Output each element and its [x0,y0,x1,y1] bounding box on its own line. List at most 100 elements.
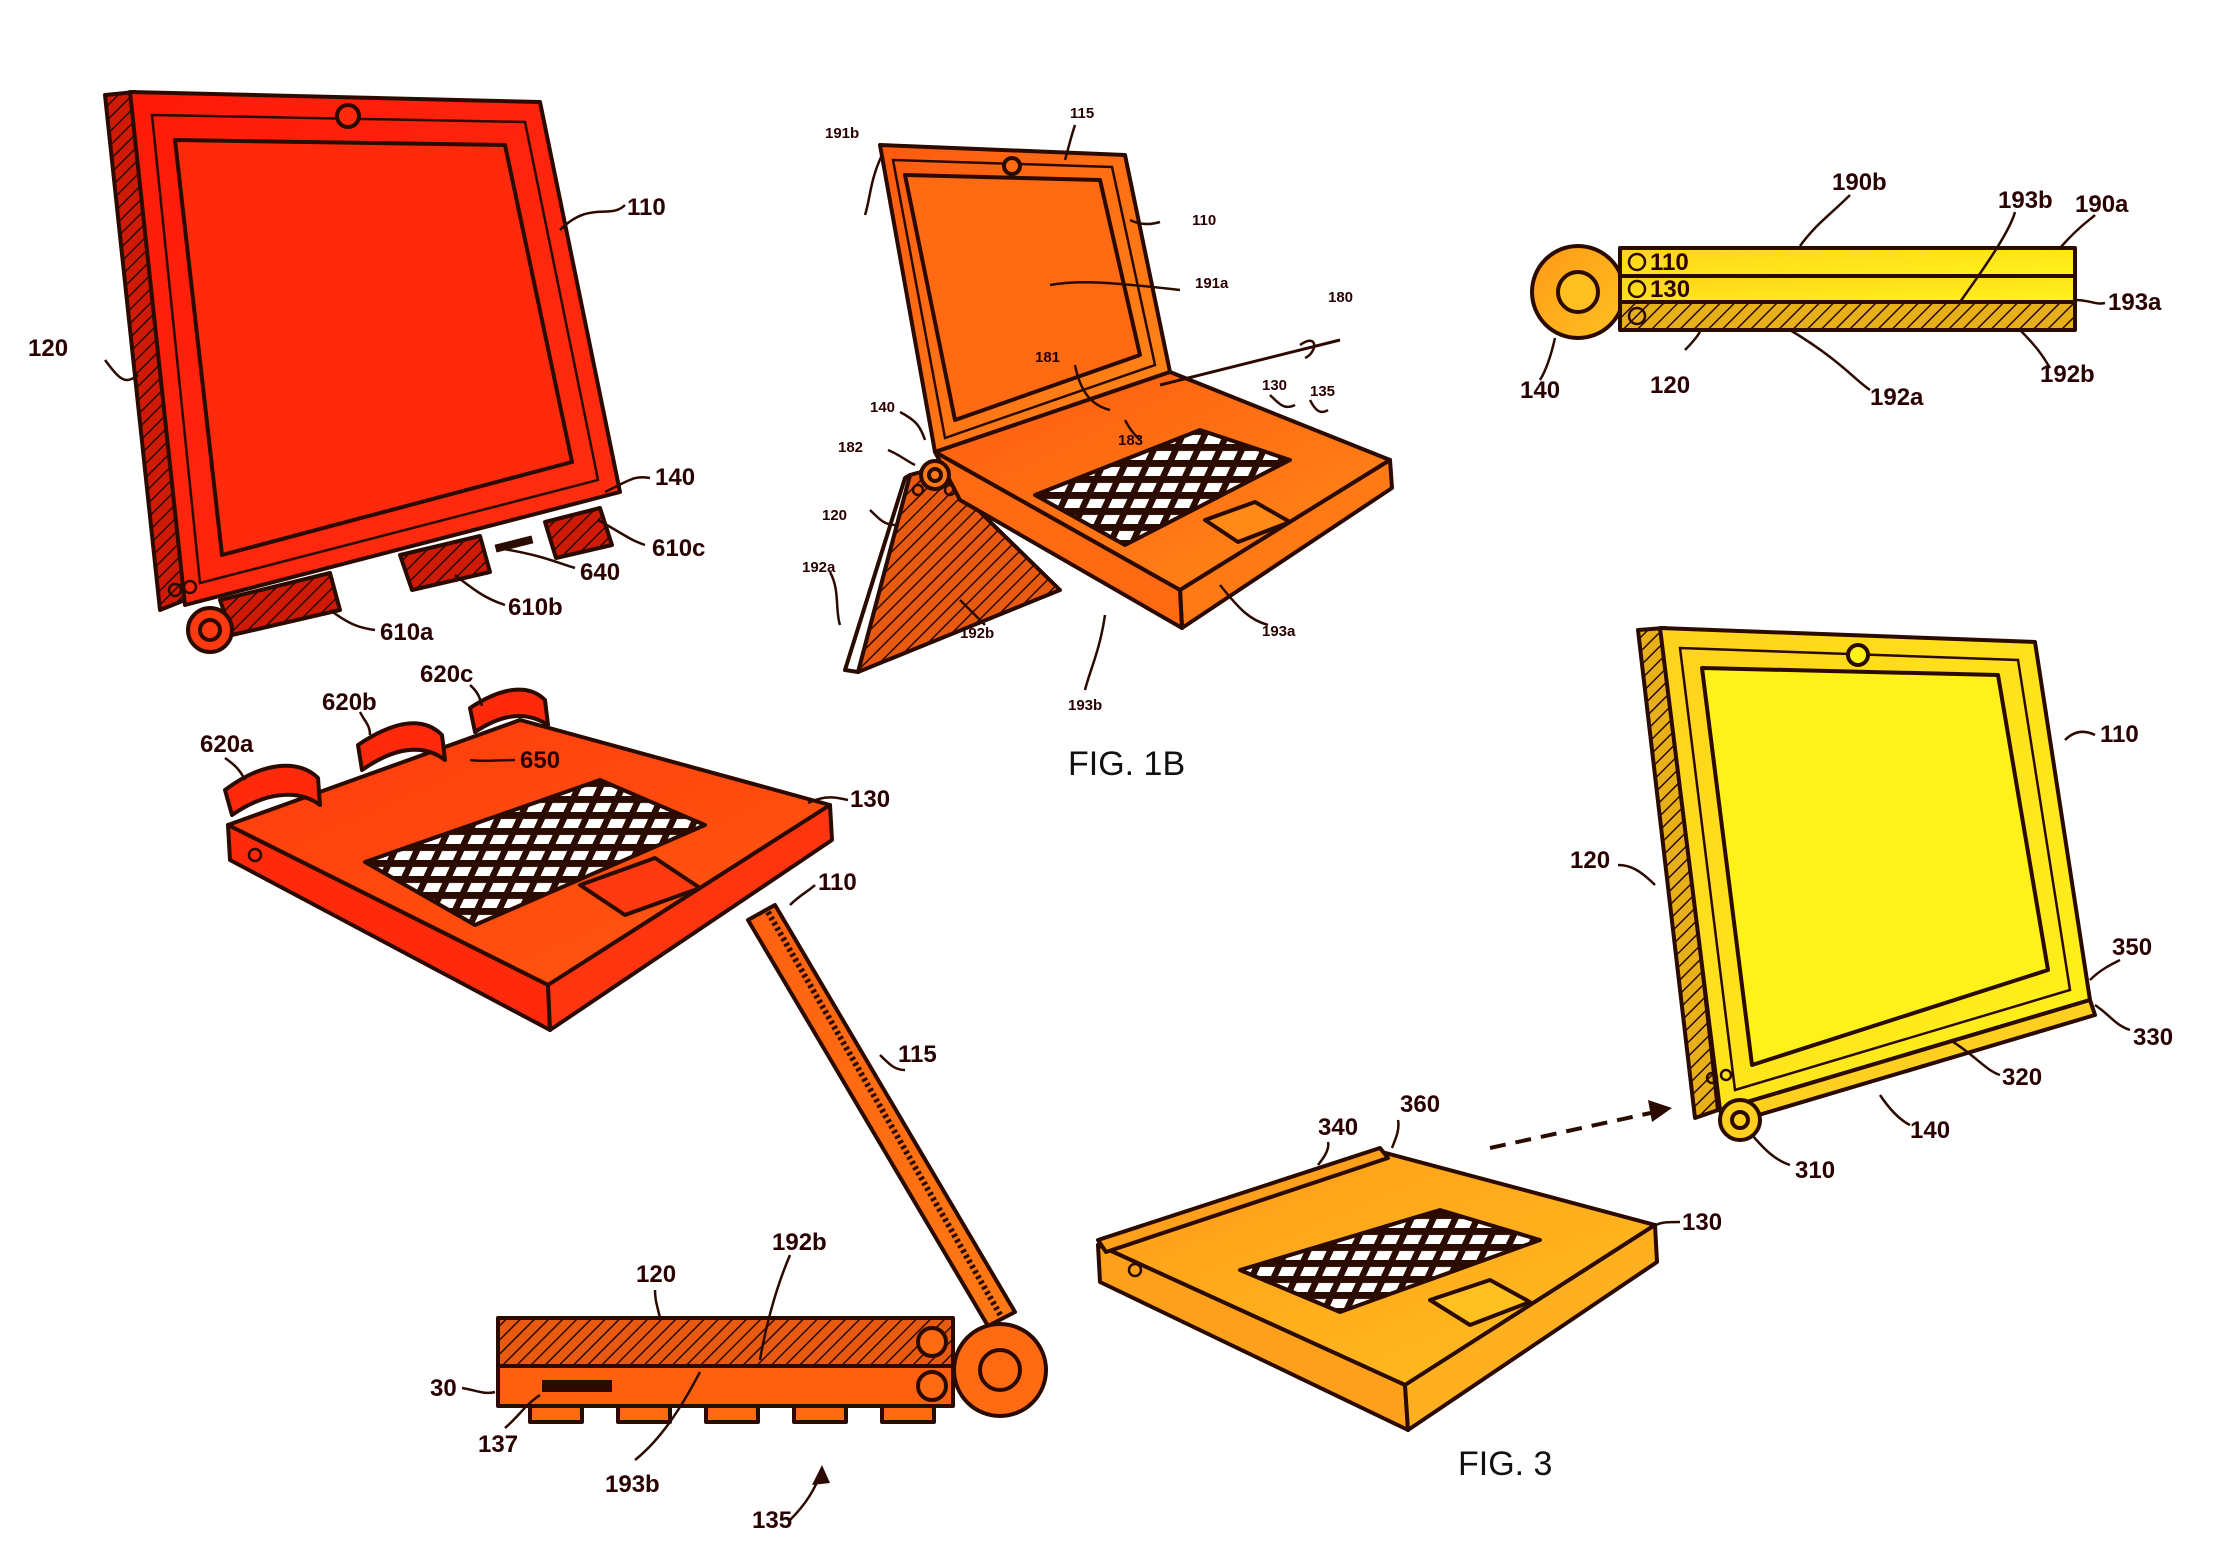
ref-340: 340 [1318,1114,1358,1141]
arrow-head-icon [812,1465,830,1485]
arrow-head-icon [1648,1100,1672,1122]
touchpad [578,856,702,917]
ref-193b: 193b [605,1471,660,1498]
screw-icon [167,582,183,598]
camera-icon [335,103,361,129]
tablet-screen-border [150,113,600,585]
ref-140: 140 [655,464,695,491]
screw-icon [1719,1068,1733,1082]
ref-650: 650 [520,747,560,774]
tab-620b [356,721,447,772]
figure-label-1b: FIG. 1B [1068,745,1185,783]
port-icon [1127,1262,1143,1278]
ref-191a: 191a [1195,275,1229,292]
ref-130: 130 [1682,1209,1722,1236]
screw-icon [1705,1071,1719,1085]
ref-120: 120 [28,335,68,362]
keyboard-base-figure-a: 620a 620b 620c 650 130 [200,661,890,1032]
ref-110: 110 [2100,721,2139,748]
ref-30: 30 [430,1375,457,1402]
camera-icon [1002,156,1022,176]
lid-inner-edge [765,910,1005,1320]
ref-140: 140 [1520,377,1560,404]
ref-640: 640 [580,559,620,586]
ref-120: 120 [1570,847,1610,874]
ref-120: 120 [1650,372,1690,399]
ref-193a: 193a [1262,623,1296,640]
ref-193b: 193b [1998,187,2053,214]
foot [616,1404,672,1424]
ref-620c: 620c [420,661,473,688]
ref-110: 110 [818,869,857,896]
screw-icon [182,579,198,595]
ref-610a: 610a [380,619,434,646]
ref-183: 183 [1118,432,1143,449]
ref-360: 360 [1400,1091,1440,1118]
ref-193a: 193a [2108,289,2162,316]
ref-620b: 620b [322,689,377,716]
ref-110: 110 [1650,249,1689,276]
ref-115: 115 [898,1041,937,1068]
ref-192b: 192b [2040,361,2095,388]
ref-110: 110 [1192,212,1216,229]
ref-137: 137 [478,1431,518,1458]
keyboard-keys [1033,428,1292,547]
axis-180 [1159,338,1341,387]
ref-140: 140 [1910,1117,1950,1144]
ref-193b: 193b [1068,697,1102,714]
laptop-screen [903,173,1142,422]
foot [528,1404,584,1424]
pivot-icon [1627,306,1647,326]
touchpad [1203,500,1292,544]
hinge-barrel-inner [1730,1110,1750,1130]
foot [792,1404,848,1424]
ref-120: 120 [636,1261,676,1288]
foot [704,1404,760,1424]
screw-icon [943,483,957,497]
ref-610b: 610b [508,594,563,621]
ref-191b: 191b [825,125,859,142]
camera-icon [1846,643,1870,667]
ref-110: 110 [627,194,666,221]
figure-label-3: FIG. 3 [1458,1445,1552,1483]
pivot-icon [916,1326,948,1358]
ref-115: 115 [1070,105,1094,122]
tablet-screen [173,138,574,557]
side-view-figure-d: 110 115 120 192b 30 137 193b 135 [430,869,1048,1534]
ref-180: 180 [1328,289,1353,306]
slot-137 [542,1380,612,1392]
screw-icon [911,483,925,497]
ref-610c: 610c [652,535,705,562]
ref-310: 310 [1795,1157,1835,1184]
ref-135: 135 [1310,383,1335,400]
hatched-layer-120 [496,1316,955,1368]
hinge-barrel-inner [927,467,943,483]
base-right [546,803,834,1032]
hinge-barrel-inner [198,618,222,642]
tab-620c [468,687,550,734]
hinge-segment-610c [543,506,614,560]
layer-120-hatched [1618,300,2077,332]
ref-181: 181 [1035,349,1060,366]
ref-320: 320 [2002,1064,2042,1091]
ref-140: 140 [870,399,895,416]
fig3-tablet-border [1678,646,2072,1092]
hinge-barrel-inner [978,1348,1022,1392]
keyboard-keys [1238,1208,1542,1314]
ref-192b: 192b [772,1229,827,1256]
ref-182: 182 [838,439,863,456]
pivot-icon [1627,279,1647,299]
ref-192b: 192b [960,625,994,642]
ref-192a: 192a [802,559,836,576]
ref-130: 130 [1262,377,1287,394]
laptop-figure-1b: 115 191b 110 191a 180 181 183 130 135 14… [802,105,1394,783]
fig3-tablet-screen [1700,666,2050,1067]
ref-130: 130 [850,786,890,813]
pivot-icon [916,1370,948,1402]
ref-192a: 192a [1870,384,1924,411]
tablet-figure-a: 110 120 140 640 610c 610b 610a [28,90,705,654]
ref-190a: 190a [2075,191,2129,218]
cross-section-figure-c: 190b 193b 190a 110 130 193a 192b 192a 14… [1520,169,2162,411]
